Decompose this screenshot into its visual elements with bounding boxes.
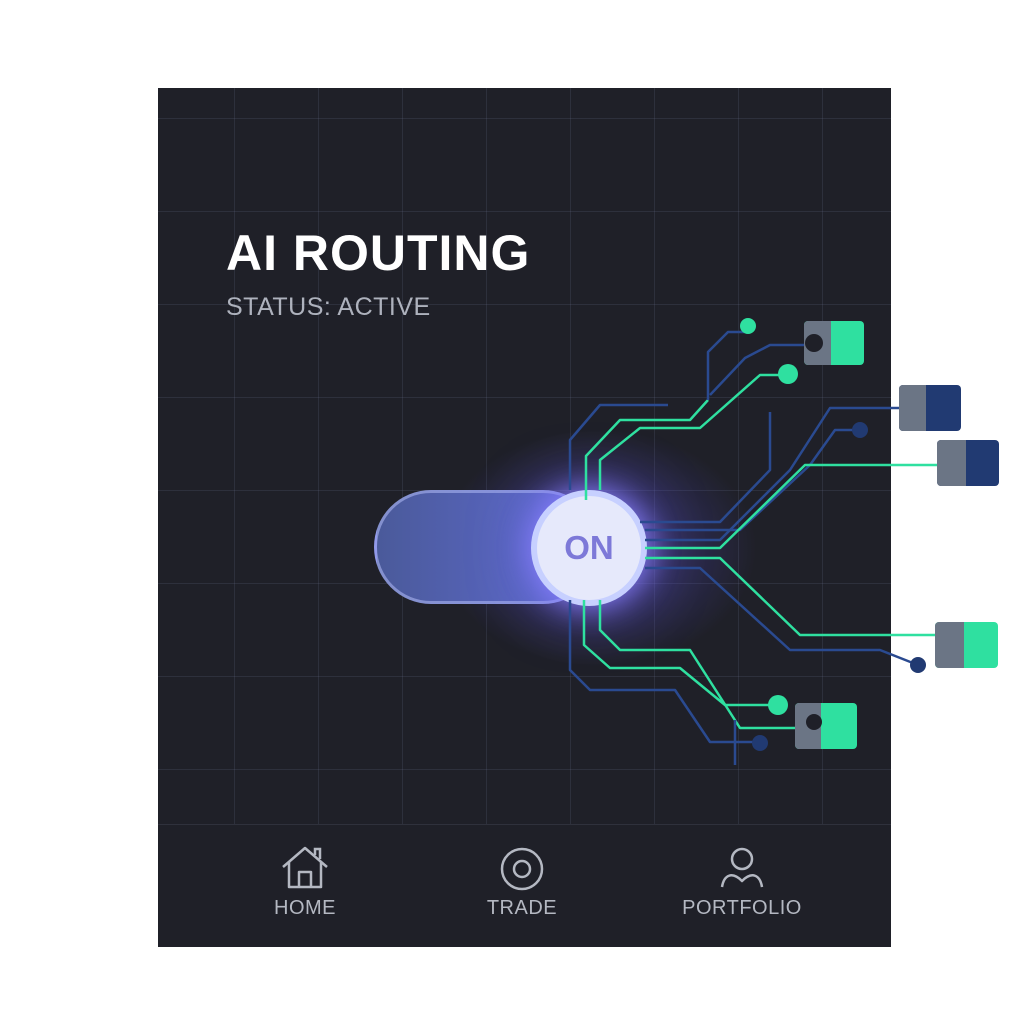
nav-label-home: HOME <box>274 897 336 919</box>
target-icon <box>500 847 544 891</box>
nav-item-trade[interactable]: TRADE <box>432 825 612 947</box>
app-panel: AI ROUTING STATUS: ACTIVE ON HOME TRADE <box>158 88 891 947</box>
user-icon <box>720 847 764 888</box>
home-icon <box>282 846 328 889</box>
background-grid <box>158 88 891 824</box>
nav-item-portfolio[interactable]: PORTFOLIO <box>652 825 832 947</box>
nav-item-home[interactable]: HOME <box>215 825 395 947</box>
endpoint-chip-navy <box>937 440 999 486</box>
nav-label-trade: TRADE <box>486 897 558 919</box>
bottom-nav: HOME TRADE PORTFOLIO <box>158 825 891 947</box>
endpoint-chip-navy <box>899 385 961 431</box>
page-title: AI ROUTING <box>226 225 531 281</box>
endpoint-chip-green <box>935 622 998 668</box>
toggle-label: ON <box>564 529 614 566</box>
status-text: STATUS: ACTIVE <box>226 293 431 321</box>
nav-divider <box>158 824 891 825</box>
nav-label-portfolio: PORTFOLIO <box>682 897 802 919</box>
toggle-knob[interactable]: ON <box>531 490 647 606</box>
